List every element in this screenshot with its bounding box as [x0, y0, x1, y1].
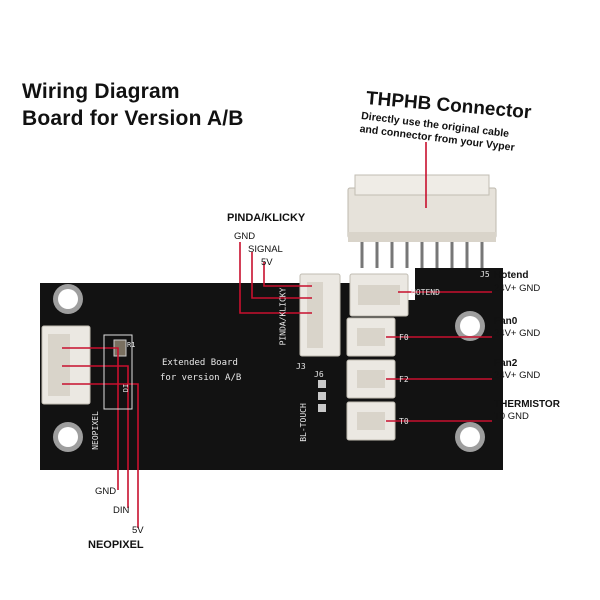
silk-f2: F2: [399, 375, 409, 384]
neopixel-title: NEOPIXEL: [88, 539, 144, 551]
fan2-pins-label: 24V+ GND: [494, 370, 541, 381]
pinda-title: PINDA/KLICKY: [227, 212, 306, 224]
silk-j6: J6: [314, 370, 324, 379]
fan0-label: Fan0: [494, 316, 518, 327]
f0-connector: [346, 317, 396, 357]
neopixel-din-label: DIN: [113, 505, 130, 516]
f2-connector: [346, 359, 396, 399]
mounting-hole-bottom-right: [455, 422, 485, 452]
wiring-lines: [62, 142, 492, 528]
silk-j3: J3: [296, 362, 306, 371]
silk-t0: T0: [399, 417, 409, 426]
neopixel-gnd-label: GND: [95, 486, 117, 497]
bltouch-pads: [318, 380, 326, 412]
silk-di: DI: [122, 383, 131, 393]
silk-f0: F0: [399, 333, 409, 342]
mounting-hole-right-middle: [455, 311, 485, 341]
silk-pinda: PINDA/KLICKY: [278, 287, 288, 346]
thermistor-label: THERMISTOR: [494, 399, 560, 410]
neopixel-connector: [41, 325, 91, 405]
silk-neopixel: NEOPIXEL: [90, 411, 100, 450]
silk-j5: J5: [480, 270, 490, 279]
fan2-label: Fan2: [494, 358, 518, 369]
pinda-gnd-label: GND: [234, 231, 256, 242]
pinda-5v-label: 5V: [261, 257, 273, 268]
t0-connector: [346, 401, 396, 441]
silk-r1: R1: [127, 341, 136, 349]
silk-hotend: HOTEND: [411, 288, 440, 297]
mounting-hole-bottom-left: [53, 422, 83, 452]
fan0-pins-label: 24V+ GND: [494, 328, 541, 339]
thermistor-pins-label: T0 GND: [494, 411, 529, 422]
silkscreen-outlines: [103, 334, 133, 410]
hotend-label: Hotend: [494, 270, 529, 281]
hotend-pins-label: 24V+ GND: [494, 283, 541, 294]
board-text-line-1: Extended Board: [162, 358, 238, 368]
silk-bltouch: BL-TOUCH: [298, 403, 308, 442]
title-line-1: Wiring Diagram: [22, 80, 180, 103]
title-line-2: Board for Version A/B: [22, 107, 244, 130]
mounting-hole-top-left: [53, 284, 83, 314]
board-text-line-2: for version A/B: [160, 373, 242, 383]
neopixel-5v-label: 5V: [132, 525, 144, 536]
hotend-connector: [349, 273, 409, 317]
pinda-signal-label: SIGNAL: [248, 244, 283, 255]
thphb-connector: [347, 174, 497, 268]
page-title: Wiring Diagram Board for Version A/B: [22, 78, 244, 132]
